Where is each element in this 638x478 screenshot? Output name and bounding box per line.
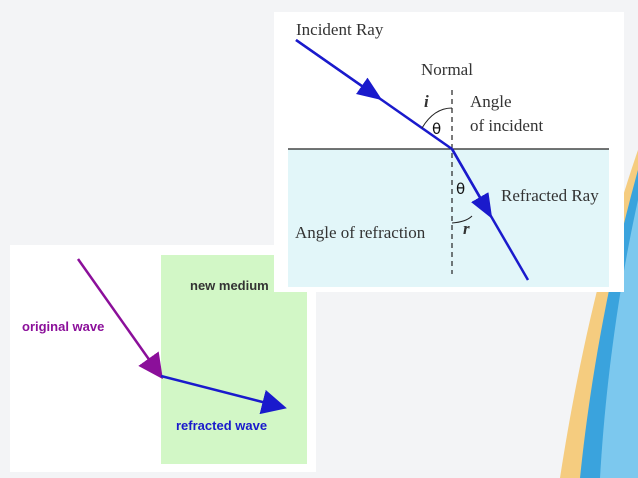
wave-arrows <box>76 258 287 415</box>
refracted-ray-label: Refracted Ray <box>501 186 599 205</box>
refracted-wave-arrow <box>160 374 287 415</box>
normal-label: Normal <box>421 60 473 79</box>
theta-refraction-label: θ <box>456 180 466 198</box>
ray-refraction-diagram: Incident Ray Normal i Angle of incident … <box>274 12 624 292</box>
water-region <box>288 149 609 287</box>
ray-geometry <box>288 38 609 281</box>
refracted-wave-label: refracted wave <box>176 418 268 433</box>
original-wave-arrow <box>76 258 163 380</box>
incident-ray-arrow <box>295 38 383 101</box>
incident-ray-label: Incident Ray <box>296 20 384 39</box>
incident-angle-arc <box>421 107 453 129</box>
angle-of-incident-label-line1: Angle <box>470 92 512 111</box>
refraction-angle-arc <box>451 215 473 224</box>
wave-refraction-diagram: new medium original wave refracted wave <box>10 245 316 472</box>
new-medium-label: new medium <box>190 278 269 293</box>
angle-of-refraction-label: Angle of refraction <box>295 223 426 242</box>
r-label: r <box>463 219 470 238</box>
refracted-ray-arrow <box>450 148 493 219</box>
angle-of-incident-label-line2: of incident <box>470 116 544 135</box>
original-wave-label: original wave <box>22 319 105 334</box>
i-label: i <box>424 92 429 111</box>
theta-incident-label: θ <box>432 120 442 138</box>
